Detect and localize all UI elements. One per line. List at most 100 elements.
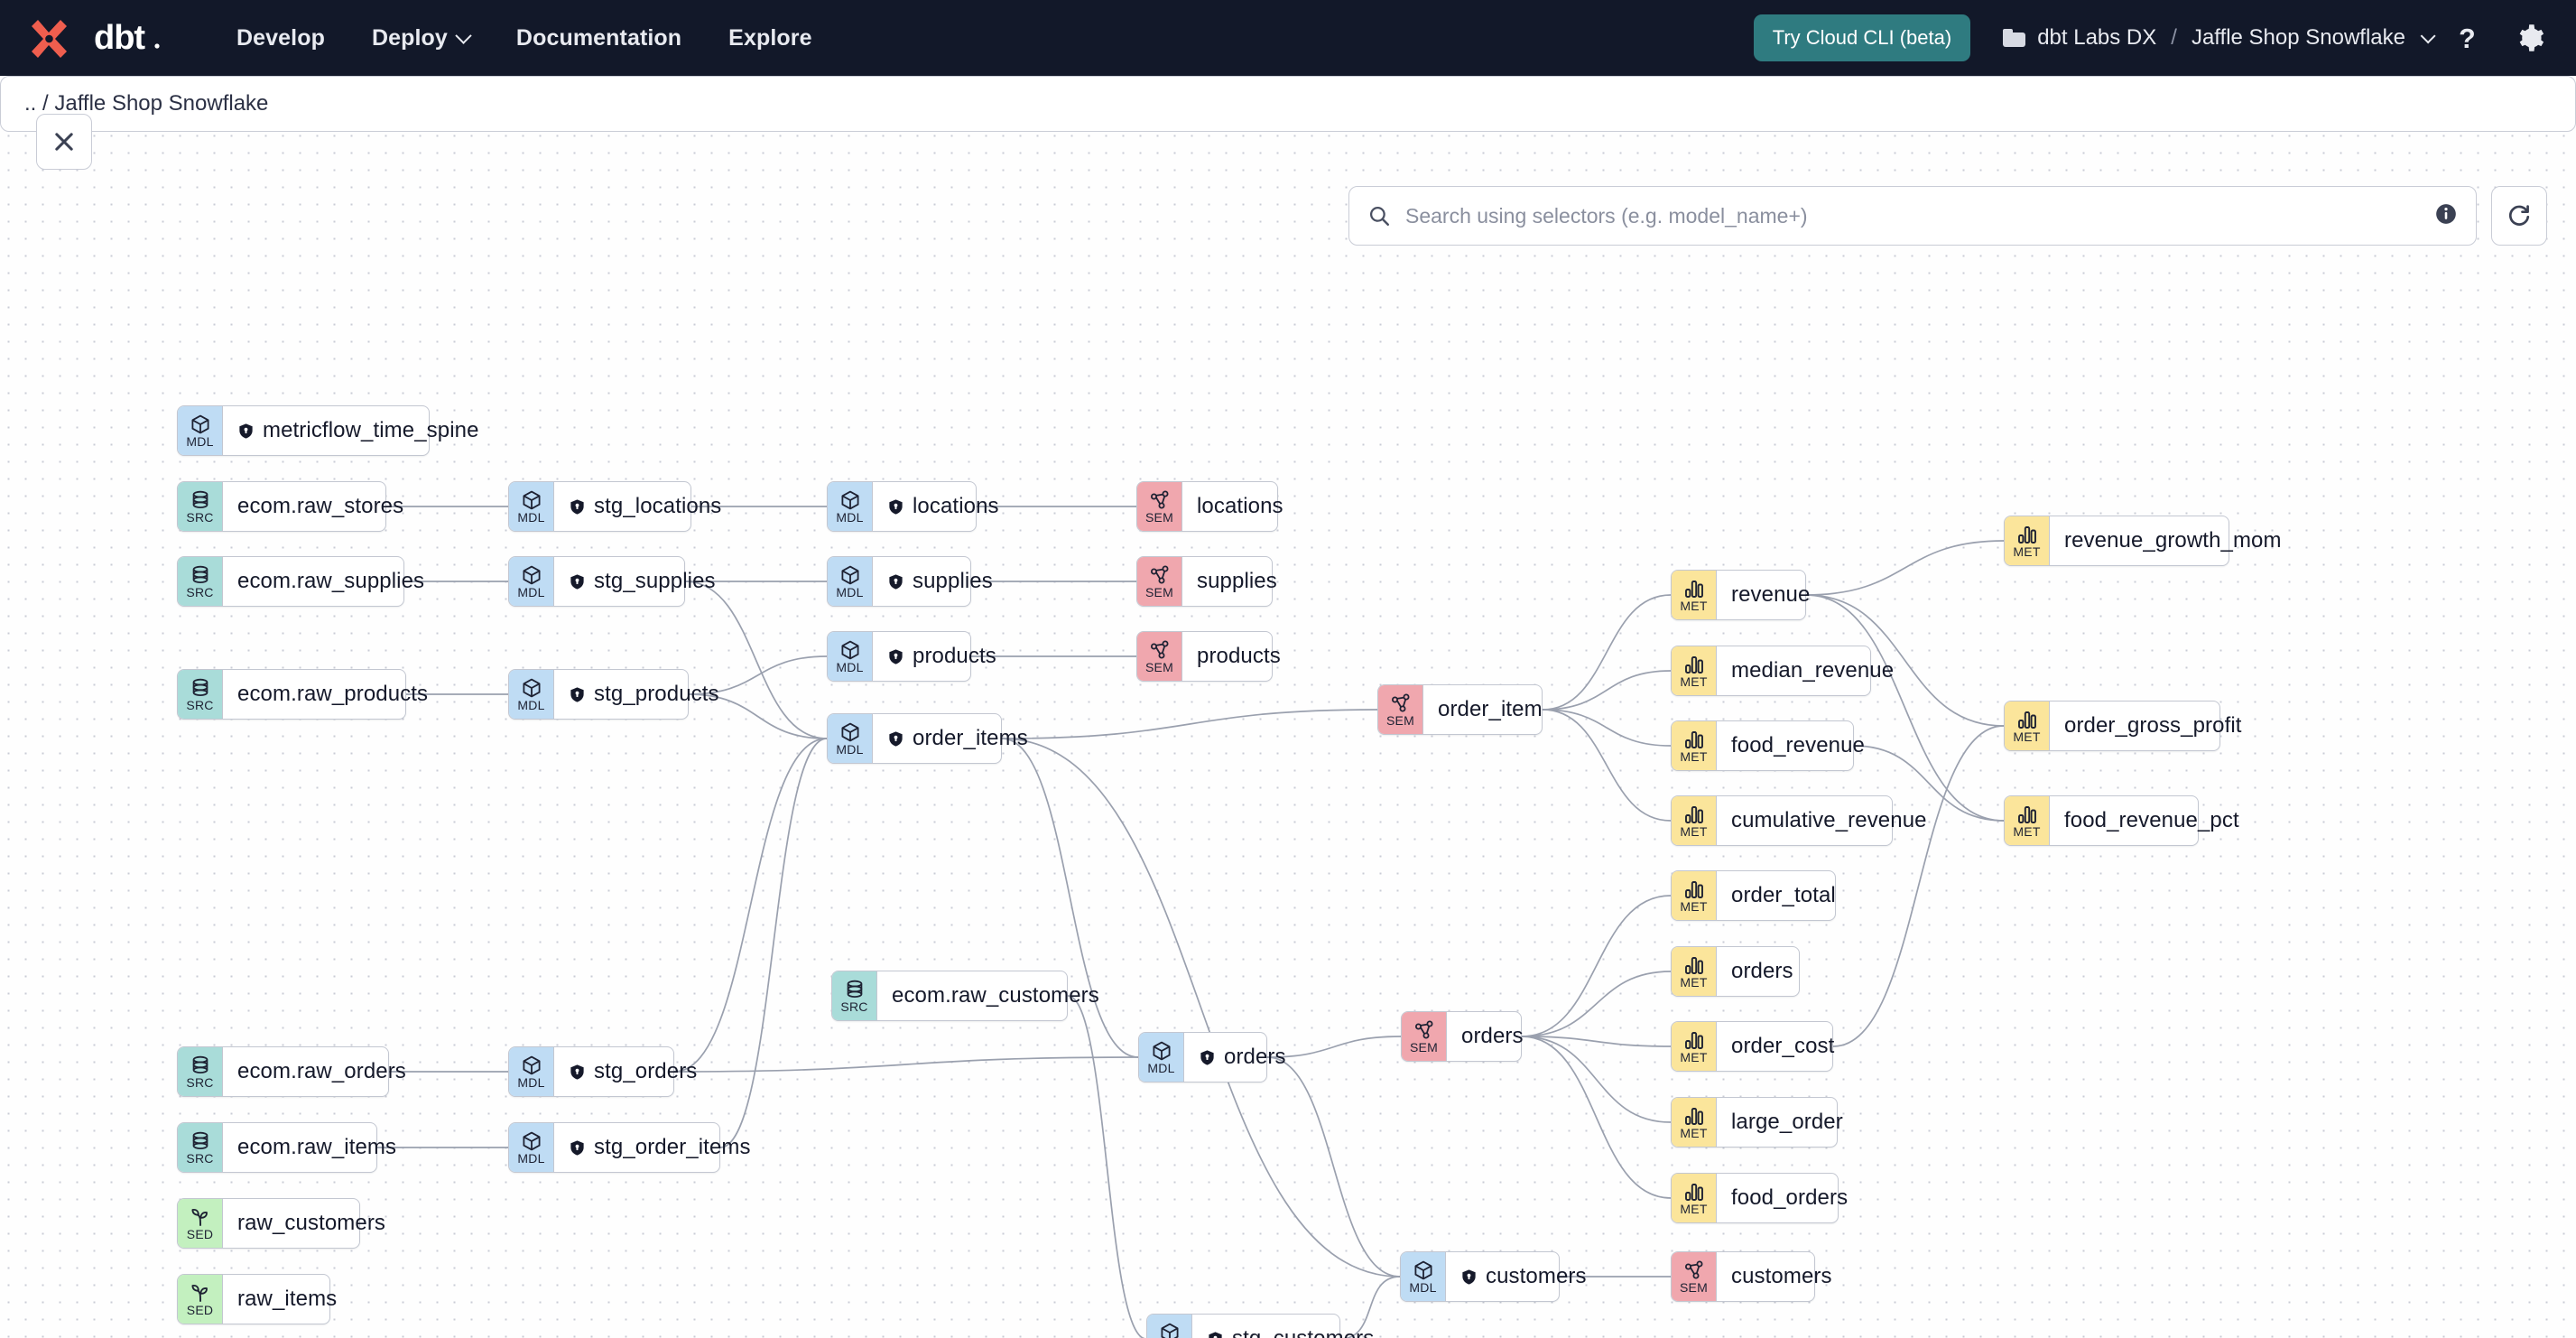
settings-button[interactable]: [2506, 14, 2554, 62]
node-type-tag: MDL: [836, 584, 864, 599]
node-type-tag: MET: [1680, 898, 1708, 914]
nav-link-develop[interactable]: Develop: [213, 16, 348, 60]
bar-chart-icon: [1683, 804, 1705, 825]
search-input[interactable]: [1405, 203, 2420, 228]
node-label: products: [913, 644, 996, 668]
graph-node-sem_locations[interactable]: SEM locations: [1136, 481, 1283, 532]
refresh-graph-button[interactable]: [2491, 186, 2547, 246]
seedling-icon: [190, 1206, 211, 1228]
node-label: supplies: [1197, 569, 1277, 593]
nav-link-documentation[interactable]: Documentation: [493, 16, 705, 60]
graph-edge: [719, 738, 828, 1148]
node-type-tag: SRC: [186, 1150, 214, 1166]
nav-link-documentation-label: Documentation: [515, 24, 682, 51]
nav-link-deploy[interactable]: Deploy: [348, 16, 493, 60]
database-icon: [190, 489, 211, 511]
selector-search-bar[interactable]: [1348, 186, 2477, 246]
question-mark-icon: ?: [2459, 24, 2476, 53]
node-type-tag: SEM: [1145, 509, 1173, 525]
node-type-badge-met: MET: [1672, 646, 1717, 695]
node-body: stg_supplies: [554, 557, 732, 606]
node-label: locations: [1197, 494, 1283, 518]
node-type-badge-src: SRC: [832, 971, 877, 1020]
project-name[interactable]: Jaffle Shop Snowflake: [2191, 25, 2405, 50]
help-button[interactable]: ?: [2444, 14, 2493, 62]
node-label: ecom.raw_orders: [237, 1059, 406, 1083]
try-cloud-cli-button[interactable]: Try Cloud CLI (beta): [1753, 14, 1971, 61]
database-icon: [844, 979, 866, 1000]
node-type-badge-src: SRC: [178, 482, 223, 531]
node-label: order_gross_profit: [2064, 713, 2242, 738]
database-icon: [190, 677, 211, 699]
cube-icon: [839, 721, 861, 743]
access-shield-icon: [569, 498, 586, 516]
node-type-badge-mdl: MDL: [509, 1047, 554, 1096]
node-body: raw_items: [223, 1275, 353, 1324]
close-lineage-button[interactable]: [36, 114, 92, 170]
graph-edge: [1805, 594, 2005, 727]
node-type-badge-mdl: MDL: [178, 406, 223, 455]
node-body: orders: [1184, 1033, 1302, 1082]
dbt-logo[interactable]: dbt: [31, 16, 162, 60]
chevron-down-icon[interactable]: [2420, 28, 2436, 44]
access-shield-icon: [1460, 1268, 1478, 1286]
breadcrumb-separator: /: [2171, 25, 2177, 50]
graph-edge: [1001, 738, 1139, 1058]
graph-edge: [1521, 971, 1672, 1037]
graph-breadcrumb-chip[interactable]: .. / Jaffle Shop Snowflake: [0, 76, 2576, 132]
primary-nav: Develop Deploy Documentation Explore: [213, 16, 836, 60]
cube-icon: [521, 1130, 542, 1152]
node-type-tag: MDL: [836, 741, 864, 757]
node-body: ecom.raw_items: [223, 1123, 412, 1172]
graph-edge: [1542, 709, 1672, 822]
nav-link-explore[interactable]: Explore: [705, 16, 835, 60]
info-icon[interactable]: [2434, 202, 2458, 230]
account-name[interactable]: dbt Labs DX: [2037, 25, 2157, 50]
node-label: ecom.raw_stores: [237, 494, 404, 518]
node-label: orders: [1731, 959, 1793, 983]
nav-link-explore-label: Explore: [728, 24, 812, 51]
network-icon: [1390, 692, 1412, 714]
dbt-wordmark: dbt: [94, 19, 160, 57]
graph-node-src_stores[interactable]: SRC ecom.raw_stores: [177, 481, 403, 532]
node-type-badge-mdl: MDL: [828, 482, 873, 531]
